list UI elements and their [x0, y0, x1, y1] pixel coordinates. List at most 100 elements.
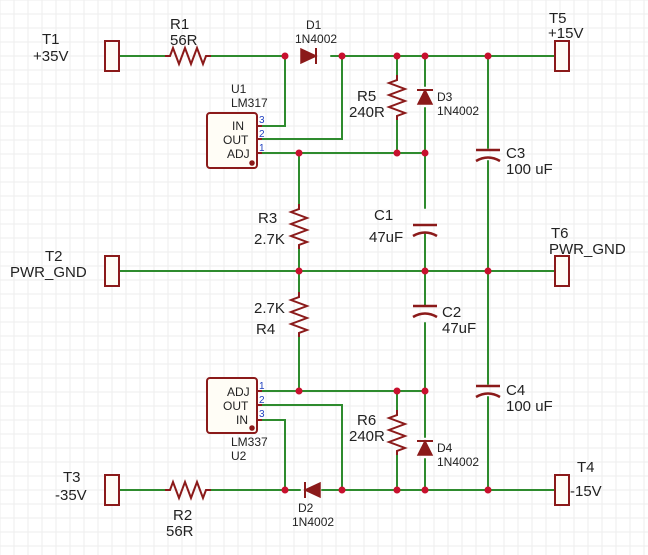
terminal-t5[interactable]: T5 +15V — [548, 10, 583, 72]
junction-dot — [295, 387, 303, 395]
r4-value: 2.7K — [254, 300, 285, 317]
r4-ref: R4 — [256, 321, 275, 338]
d2-ref: D2 — [298, 501, 314, 515]
t6-value: PWR_GND — [549, 241, 626, 258]
c4-plate-bottom — [475, 392, 501, 399]
junction-dot — [281, 486, 289, 494]
r3-ref: R3 — [258, 210, 277, 227]
diode-d3[interactable]: D3 1N4002 — [416, 88, 479, 118]
terminal-t2[interactable]: T2 PWR_GND — [10, 248, 120, 287]
d1-value: 1N4002 — [295, 32, 337, 46]
c2-plate-bottom — [412, 312, 438, 319]
junction-dot — [338, 486, 346, 494]
capacitor-c4[interactable]: C4 100 uF — [475, 382, 553, 415]
diode-d4[interactable]: D4 1N4002 — [416, 439, 479, 469]
r2-ref: R2 — [173, 507, 192, 524]
c4-value: 100 uF — [506, 398, 553, 415]
wires — [119, 55, 556, 491]
c3-value: 100 uF — [506, 161, 553, 178]
u2-pin1-marker — [249, 425, 255, 431]
diode-d2[interactable]: D2 1N4002 — [292, 481, 334, 529]
u2-pin-out-label: OUT — [223, 399, 249, 413]
c1-value: 47uF — [369, 229, 403, 246]
u2-value: LM337 — [231, 435, 268, 449]
resistor-r4[interactable]: 2.7K R4 — [254, 292, 310, 338]
capacitor-c1[interactable]: C1 47uF — [369, 207, 438, 246]
r6-zigzag — [386, 410, 408, 455]
resistor-r3[interactable]: R3 2.7K — [254, 204, 310, 249]
d1-ref: D1 — [306, 18, 322, 32]
r6-value: 240R — [349, 428, 385, 445]
c2-ref: C2 — [442, 304, 461, 321]
r1-zigzag — [165, 45, 211, 67]
wire-u1-out — [261, 55, 343, 140]
t2-ref: T2 — [45, 248, 63, 265]
junction-dot — [295, 149, 303, 157]
u2-pin-adj-label: ADJ — [227, 385, 250, 399]
t3-value: -35V — [55, 487, 87, 504]
junction-dot — [393, 486, 401, 494]
junction-dot — [484, 486, 492, 494]
d2-anode — [303, 481, 321, 499]
terminal-t1[interactable]: T1 +35V — [33, 31, 120, 72]
diode-d1[interactable]: D1 1N4002 — [295, 18, 337, 65]
r5-ref: R5 — [357, 88, 376, 105]
u2-ref: U2 — [231, 449, 247, 463]
capacitor-c2[interactable]: C2 47uF — [412, 304, 476, 337]
t5-ref: T5 — [549, 10, 567, 27]
r5-value: 240R — [349, 104, 385, 121]
junction-dot — [421, 149, 429, 157]
c4-ref: C4 — [506, 382, 525, 399]
junctions — [281, 52, 492, 494]
terminal-t4[interactable]: T4 -15V — [554, 459, 602, 506]
regulator-u1[interactable]: IN OUT ADJ 3 2 1 U1 LM317 — [206, 82, 268, 169]
r1-ref: R1 — [170, 16, 189, 33]
c1-plate-bottom — [412, 231, 438, 238]
d2-value: 1N4002 — [292, 515, 334, 529]
t1-ref: T1 — [42, 31, 60, 48]
c1-ref: C1 — [374, 207, 393, 224]
regulator-u2[interactable]: ADJ OUT IN 1 2 3 LM337 U2 — [206, 377, 268, 463]
d4-value: 1N4002 — [437, 455, 479, 469]
d1-anode — [300, 47, 318, 65]
junction-dot — [421, 52, 429, 60]
d3-ref: D3 — [437, 90, 453, 104]
r2-zigzag — [165, 479, 211, 501]
t5-value: +15V — [548, 25, 583, 42]
t4-ref: T4 — [577, 459, 595, 476]
u2-pin-in-label: IN — [236, 413, 248, 427]
junction-dot — [421, 267, 429, 275]
u2-pin1-number: 1 — [259, 381, 265, 392]
t6-ref: T6 — [551, 225, 569, 242]
junction-dot — [393, 387, 401, 395]
r5-zigzag — [386, 75, 408, 120]
u1-pin-adj-label: ADJ — [227, 147, 250, 161]
r1-value: 56R — [170, 32, 198, 49]
resistor-r6[interactable]: R6 240R — [349, 410, 408, 455]
d3-anode — [416, 88, 434, 105]
wire-u2-out — [261, 404, 343, 491]
terminal-t3[interactable]: T3 -35V — [55, 469, 120, 506]
u1-ref: U1 — [231, 82, 247, 96]
junction-dot — [281, 52, 289, 60]
capacitor-c3[interactable]: C3 100 uF — [475, 145, 553, 178]
r4-zigzag — [288, 292, 310, 337]
u1-pin3-number: 3 — [259, 115, 265, 126]
wire-u2-in — [261, 419, 286, 491]
d3-value: 1N4002 — [437, 104, 479, 118]
junction-dot — [393, 52, 401, 60]
resistor-r2[interactable]: R2 56R — [165, 479, 211, 540]
u1-body — [206, 112, 258, 169]
junction-dot — [421, 486, 429, 494]
t1-value: +35V — [33, 48, 68, 65]
resistor-r5[interactable]: R5 240R — [349, 75, 408, 121]
t2-value: PWR_GND — [10, 264, 87, 281]
terminal-t6[interactable]: T6 PWR_GND — [549, 225, 626, 287]
resistor-r1[interactable]: R1 56R — [165, 16, 211, 67]
junction-dot — [393, 149, 401, 157]
u1-pin1-marker — [249, 160, 255, 166]
junction-dot — [338, 52, 346, 60]
u2-pin3-number: 3 — [259, 409, 265, 420]
